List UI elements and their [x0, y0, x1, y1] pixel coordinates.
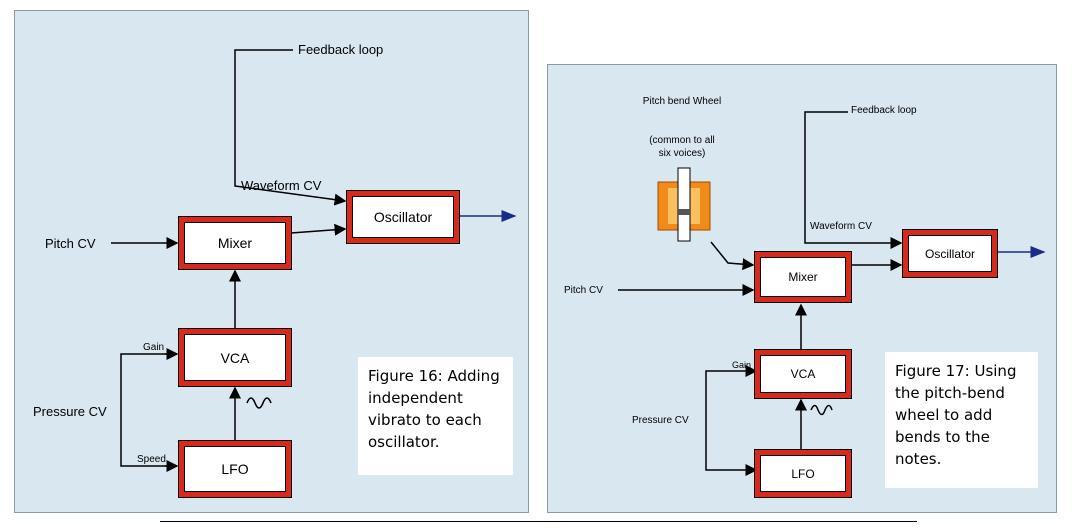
- waveform-cv-label: Waveform CV: [810, 221, 872, 232]
- sine-wave-icon: [810, 404, 833, 416]
- pitch-cv-label: Pitch CV: [564, 285, 603, 296]
- speed-label: Speed: [137, 454, 166, 465]
- pressure-cv-label: Pressure CV: [33, 404, 107, 419]
- gain-label: Gain: [732, 360, 752, 370]
- figure-16-caption: Figure 16: Adding independent vibrato to…: [358, 357, 513, 475]
- pitch-bend-wheel-icon: [657, 167, 711, 242]
- pressure-cv-label: Pressure CV: [632, 415, 689, 426]
- lfo-box: LFO: [178, 440, 292, 498]
- waveform-cv-label: Waveform CV: [241, 178, 322, 193]
- vca-box: VCA: [178, 328, 292, 387]
- gain-label: Gain: [143, 342, 165, 353]
- figure-17-wires: [618, 111, 1046, 476]
- figure-16-panel: Feedback loop Waveform CV Pitch CV Press…: [14, 10, 529, 513]
- pitch-bend-wheel-title: Pitch bend Wheel: [642, 96, 722, 107]
- figure-17-panel: Pitch bend Wheel (common to all six voic…: [547, 64, 1057, 513]
- vca-box: VCA: [754, 349, 852, 399]
- figure-17-caption: Figure 17: Using the pitch-bend wheel to…: [885, 352, 1038, 488]
- figure-16-wires: [111, 49, 517, 472]
- oscillator-box: Oscillator: [902, 229, 998, 278]
- pitch-bend-wheel-note: (common to all six voices): [649, 135, 715, 159]
- mixer-box: Mixer: [178, 216, 292, 270]
- feedback-loop-label: Feedback loop: [851, 105, 917, 116]
- pitch-cv-label: Pitch CV: [45, 236, 96, 251]
- oscillator-box: Oscillator: [346, 190, 460, 244]
- mixer-box: Mixer: [754, 251, 852, 303]
- lfo-box: LFO: [754, 449, 852, 498]
- feedback-loop-label: Feedback loop: [298, 42, 384, 57]
- bottom-divider: [160, 521, 917, 522]
- sine-wave-icon: [246, 397, 272, 409]
